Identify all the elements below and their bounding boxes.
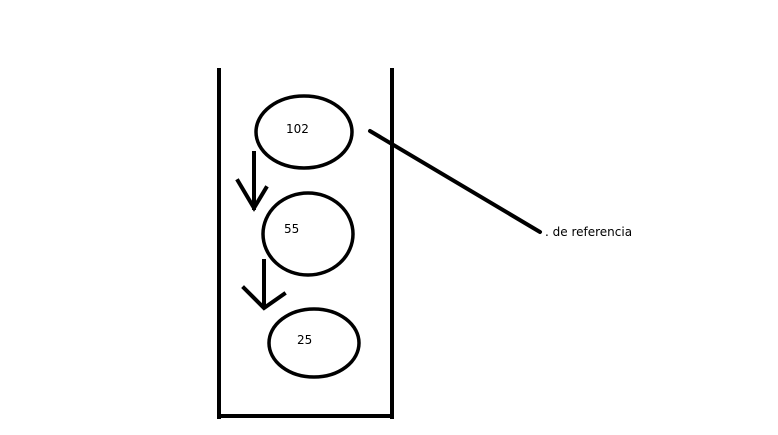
node-value: 55 bbox=[284, 222, 299, 236]
down-arrow-2 bbox=[241, 259, 287, 311]
node-ellipse bbox=[261, 191, 355, 277]
stack-container bbox=[217, 68, 394, 419]
stack-node-middle: 55 bbox=[261, 191, 355, 277]
reference-label: . de referencia bbox=[545, 225, 632, 239]
node-value: 102 bbox=[286, 122, 309, 136]
node-ellipse bbox=[254, 94, 354, 170]
arrow-head bbox=[235, 178, 269, 212]
stack-node-top: 102 bbox=[254, 94, 354, 170]
arrow-head bbox=[241, 285, 287, 311]
node-ellipse bbox=[267, 307, 361, 379]
stack-node-bottom: 25 bbox=[267, 307, 361, 379]
node-value: 25 bbox=[297, 333, 312, 347]
reference-pointer-line bbox=[368, 129, 542, 234]
down-arrow-1 bbox=[235, 151, 269, 212]
